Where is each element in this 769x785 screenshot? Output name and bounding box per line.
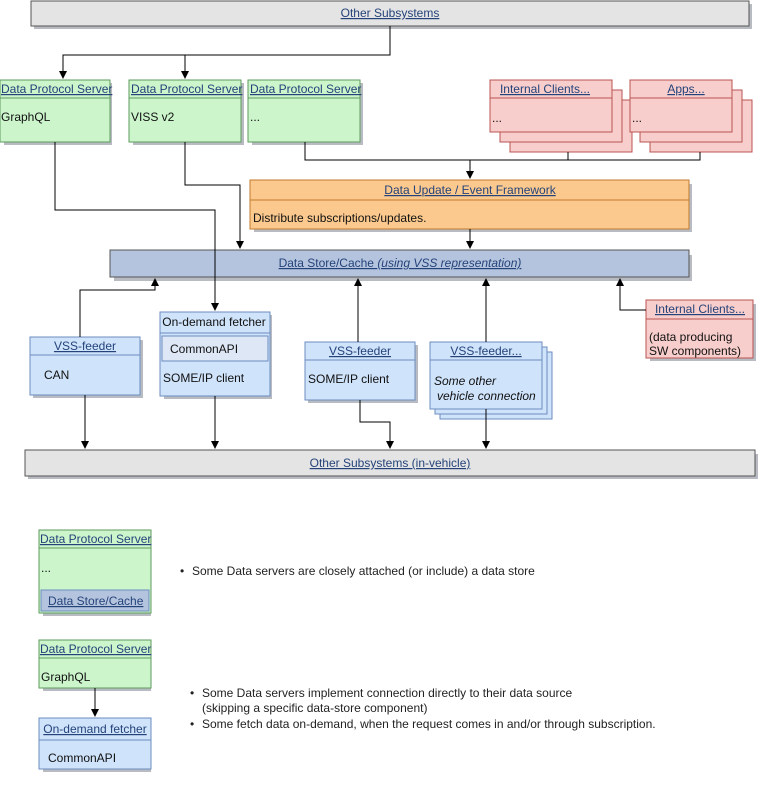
legend2-fetcher-title: On-demand fetcher [43,722,146,736]
legend2-note1-line1: Some Data servers implement connection d… [202,686,572,700]
line-apps-to-framework [568,152,701,161]
legend2-bullet-1: • [190,686,194,700]
update-framework-title: Data Update / Event Framework [384,183,556,197]
legend1-note: Some Data servers are closely attached (… [192,564,535,578]
legend2-server-body: GraphQL [41,670,91,684]
vss-feeder-can-title: VSS-feeder [54,339,116,353]
server-graphql-body: GraphQL [1,110,51,124]
legend1-server-body: ... [41,561,51,575]
legend-example-1: Data Protocol Server ... Data Store/Cach… [38,529,535,616]
vss-feeder-someip[interactable]: VSS-feeder SOME/IP client [304,341,418,403]
line-clients-to-framework [470,152,569,161]
legend1-server-title: Data Protocol Server [40,532,151,546]
connectors [54,26,701,449]
legend2-fetcher[interactable] [38,717,152,770]
internal-clients-top-title: Internal Clients... [500,82,590,96]
arrow-top-to-graphql [59,26,391,79]
arrow-someip-to-bottom [359,400,394,449]
legend2-note1-line2: (skipping a specific data-store componen… [202,701,427,715]
legend1-store-label: Data Store/Cache [48,594,144,608]
server-other-body: ... [250,110,260,124]
on-demand-fetcher[interactable]: On-demand fetcher CommonAPI SOME/IP clie… [159,311,272,399]
data-store[interactable]: Data Store/Cache (using VSS representati… [109,249,692,281]
apps-body: ... [632,111,642,125]
internal-clients-top[interactable]: Internal Clients... ... [489,79,633,153]
apps-box[interactable]: Apps... ... [629,79,753,153]
server-other-title: Data Protocol Server [250,82,361,96]
legend2-fetcher-body: CommonAPI [48,751,116,765]
vss-feeder-other[interactable]: VSS-feeder... Some other vehicle connect… [429,341,553,420]
arrow-graphql-to-fetcher [54,142,219,311]
bottom-bar-label: Other Subsystems (in-vehicle) [310,456,471,470]
legend1-bullet: • [180,564,184,578]
vss-feeder-other-body-1: Some other [434,374,497,388]
vss-feeder-other-title: VSS-feeder... [450,344,521,358]
server-graphql-title: Data Protocol Server [1,82,112,96]
arrow-viss-to-store [184,142,244,249]
update-framework-body: Distribute subscriptions/updates. [253,211,426,225]
server-viss-body: VISS v2 [131,110,175,124]
legend2-note2: Some fetch data on-demand, when the requ… [202,717,656,731]
legend-example-2: Data Protocol Server GraphQL On-demand f… [38,639,656,772]
arrow-can-to-store [79,278,159,337]
top-other-subsystems[interactable]: Other Subsystems [30,0,752,29]
internal-clients-top-body: ... [492,111,502,125]
fetcher-body: SOME/IP client [163,371,245,385]
fetcher-title: On-demand fetcher [162,315,265,329]
server-graphql[interactable]: Data Protocol Server GraphQL [0,79,112,145]
vss-feeder-other-body-2: vehicle connection [437,389,536,403]
legend1-store[interactable] [40,589,150,612]
vss-feeder-someip-title: VSS-feeder [329,344,391,358]
internal-clients-right-body-2: SW components) [649,344,741,358]
arrow-server-to-framework [304,142,474,179]
vss-feeder-someip-body: SOME/IP client [308,372,390,386]
apps-title: Apps... [667,82,704,96]
legend2-bullet-2: • [190,717,194,731]
legend2-server-title: Data Protocol Server [40,642,151,656]
bottom-other-subsystems[interactable]: Other Subsystems (in-vehicle) [24,449,758,479]
fetcher-inner: CommonAPI [170,342,238,356]
data-store-title: Data Store/Cache (using VSS representati… [279,256,522,270]
update-framework[interactable]: Data Update / Event Framework Distribute… [249,179,692,232]
top-bar-label: Other Subsystems [341,6,440,20]
server-viss[interactable]: Data Protocol Server VISS v2 [128,79,244,145]
arrow-internal-to-store [616,278,646,311]
server-viss-title: Data Protocol Server [131,82,242,96]
internal-clients-right[interactable]: Internal Clients... (data producing SW c… [645,299,756,361]
vss-feeder-can-body: CAN [44,368,69,382]
vss-feeder-can[interactable]: VSS-feeder CAN [29,336,143,398]
internal-clients-right-title: Internal Clients... [655,302,745,316]
server-other[interactable]: Data Protocol Server ... [247,79,363,145]
internal-clients-right-body-1: (data producing [649,330,732,344]
